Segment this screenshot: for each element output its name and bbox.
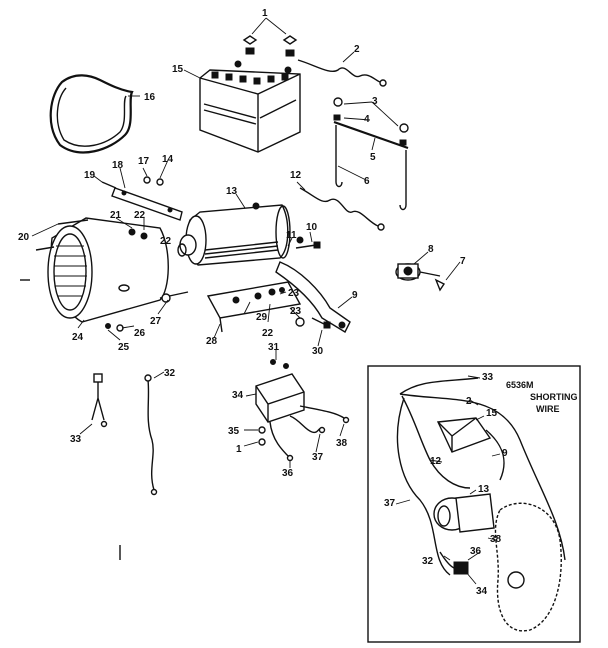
inset-label-2: 2 [466,396,472,407]
label-29: 29 [256,312,268,323]
bolts-parts-10-11 [287,231,321,249]
label-19: 19 [84,170,96,181]
belt-part-16 [49,74,140,154]
inset-label-15: 15 [486,408,498,419]
label-38: 38 [336,438,348,449]
part-labels: 1 2 15 16 3 4 5 6 17 14 18 19 12 13 21 2… [18,8,466,479]
label-9: 9 [352,290,358,301]
inset-title-line1: SHORTING [530,392,578,402]
headlight-assembly-parts-20-27 [20,217,189,341]
label-16: 16 [144,92,156,103]
label-6: 6 [364,176,370,187]
label-36: 36 [282,468,294,479]
label-32: 32 [164,368,176,379]
battery-hold-down-parts-3-6 [333,97,409,211]
label-35: 35 [228,426,240,437]
starter-generator-part-13 [177,193,304,266]
label-2: 2 [354,44,360,55]
brace-part-9 [275,261,353,333]
label-1b: 1 [236,444,242,455]
label-17: 17 [138,156,150,167]
label-8: 8 [428,244,434,255]
inset-label-13: 13 [478,484,490,495]
label-18: 18 [112,160,124,171]
inset-label-9: 9 [502,448,508,459]
inset-part-number: 6536M [506,380,534,390]
label-22a: 22 [134,210,146,221]
label-15: 15 [172,64,184,75]
shorting-wire-inset [367,365,581,643]
cable-part-12 [296,181,385,231]
label-13: 13 [226,186,238,197]
label-27: 27 [150,316,162,327]
label-23a: 23 [288,288,300,299]
inset-label-33: 33 [482,372,494,383]
terminal-bolts-part-1 [242,17,298,57]
label-7: 7 [460,256,466,267]
label-12: 12 [290,170,302,181]
inset-label-32: 32 [422,556,434,567]
inset-label-38: 38 [490,534,502,545]
label-20: 20 [18,232,30,243]
label-30: 30 [312,346,324,357]
label-3: 3 [372,96,378,107]
inset-label-37: 37 [384,498,396,509]
label-22b: 22 [160,236,172,247]
label-26: 26 [134,328,146,339]
label-1a: 1 [262,8,268,19]
label-10: 10 [306,222,318,233]
label-37: 37 [312,452,324,463]
battery-cable-part-2 [297,51,387,87]
label-23b: 23 [290,306,302,317]
label-28: 28 [206,336,218,347]
label-11: 11 [286,230,297,241]
label-31: 31 [268,342,280,353]
regulator-parts-31-38 [243,350,350,468]
label-24: 24 [72,332,84,343]
label-5: 5 [370,152,376,163]
inset-label-12: 12 [430,456,442,467]
label-4: 4 [364,114,370,125]
inset-title-line2: WIRE [536,404,560,414]
label-34: 34 [232,390,244,401]
bracket-parts-17-19 [93,159,183,221]
inset-label-34: 34 [476,586,488,597]
battery-part-15 [183,60,301,153]
label-33: 33 [70,434,82,445]
wires-parts-32-33 [79,371,165,560]
label-21: 21 [110,210,122,221]
inset-label-36: 36 [470,546,482,557]
mounting-plate-parts-22-30 [206,281,331,347]
label-22c: 22 [262,328,274,339]
switch-parts-7-8 [395,251,461,292]
label-25: 25 [118,342,130,353]
label-14: 14 [162,154,174,165]
inset-labels: 33 6536M SHORTING WIRE 2 15 9 12 13 37 3… [384,372,578,597]
